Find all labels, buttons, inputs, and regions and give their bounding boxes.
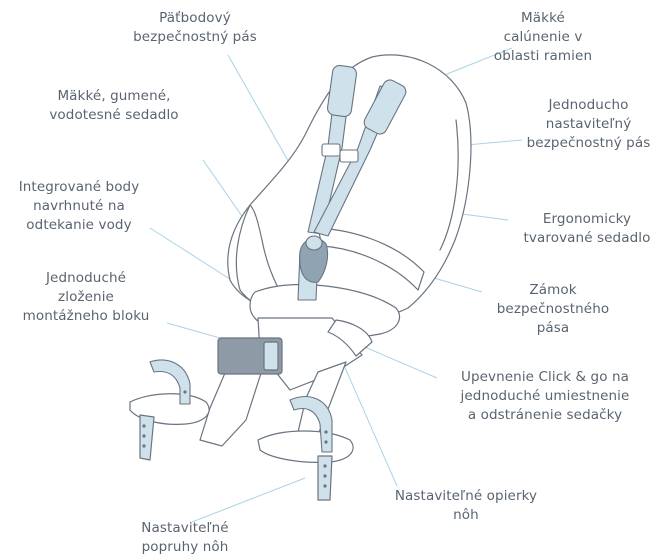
strap-hole (323, 464, 326, 467)
leader-footrests (339, 354, 397, 486)
mounting-block-face (264, 342, 278, 370)
label-rubber-seat: Mäkké, gumené, vodotesné sedadlo (24, 87, 204, 125)
left-harness-adjuster (322, 144, 340, 156)
right-footrest (258, 431, 353, 462)
strap-hole (324, 430, 327, 433)
label-buckle: Zámok bezpečnostného pása (478, 281, 628, 338)
leader-click-and-go (360, 345, 437, 378)
label-foot-straps: Nastaviteľné popruhy nôh (110, 519, 260, 557)
label-drainage-points: Integrované body navrhnuté na odtekanie … (0, 178, 158, 235)
strap-hole (183, 390, 186, 393)
strap-hole (142, 424, 145, 427)
strap-hole (323, 474, 326, 477)
label-click-and-go: Upevnenie Click & go na jednoduché umies… (430, 368, 660, 425)
strap-hole (323, 484, 326, 487)
strap-hole (142, 434, 145, 437)
left-footrest-stem (140, 415, 154, 460)
label-mounting-block: Jednoduché zloženie montážneho bloku (0, 269, 172, 326)
label-footrests: Nastaviteľné opierky nôh (368, 487, 564, 525)
label-ergonomic-seat: Ergonomicky tvarované sedadlo (512, 210, 662, 248)
strap-hole (142, 444, 145, 447)
right-footrest-stem (318, 456, 332, 500)
leader-mounting-block (167, 323, 220, 338)
label-five-point-harness: Päťbodový bezpečnostný pás (130, 9, 260, 47)
leader-foot-straps (192, 478, 305, 522)
label-adjustable-harness: Jednoducho nastaviteľný bezpečnostný pás (515, 96, 662, 153)
left-support-leg (200, 366, 262, 446)
right-harness-adjuster (340, 150, 358, 162)
buckle-button (306, 236, 322, 250)
strap-hole (324, 440, 327, 443)
label-soft-shoulder-padding: Mäkké calúnenie v oblasti ramien (478, 9, 608, 66)
